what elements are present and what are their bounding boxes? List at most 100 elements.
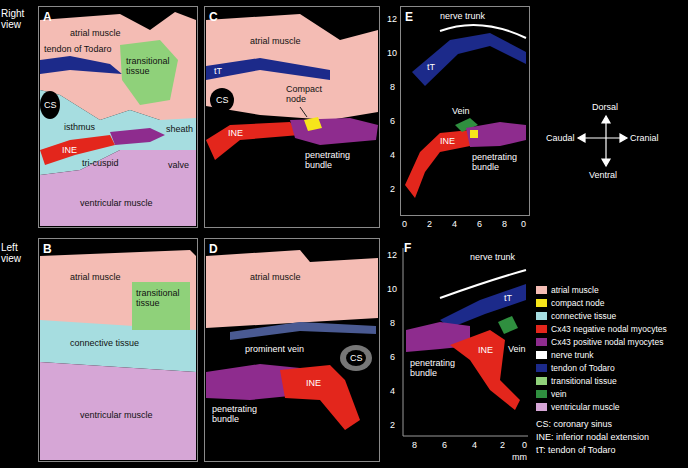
figure-label: ventricular muscle	[80, 410, 153, 420]
figure-label: atrial muscle	[70, 272, 121, 282]
figure-label: atrial muscle	[250, 272, 301, 282]
figure-label: 12	[387, 250, 397, 260]
figure-label: 8	[412, 440, 417, 450]
anatomy-shape	[290, 118, 378, 145]
anatomy-shape	[132, 282, 190, 330]
panel-e-art	[405, 25, 526, 198]
legend-text: transitional tissue	[551, 376, 617, 386]
anatomy-shape	[498, 316, 518, 334]
panel-letter: B	[39, 241, 56, 258]
anatomy-shape	[304, 117, 322, 131]
figure-label: penetrating bundle	[410, 358, 462, 378]
figure-label: tendon of Todaro	[44, 44, 111, 54]
anatomy-shape	[440, 270, 526, 298]
anatomy-shape	[206, 14, 378, 120]
legend-text: vein	[551, 389, 567, 399]
figure-label: mm	[512, 452, 527, 462]
figure-label: 0	[521, 219, 526, 229]
figure-label: valve	[168, 160, 189, 170]
anatomy-shape	[40, 56, 122, 74]
panel-letter: C	[205, 9, 222, 26]
figure-label: tri-cuspid	[82, 158, 119, 168]
legend-text: ventricular muscle	[551, 402, 620, 412]
figure-label: 10	[387, 284, 397, 294]
figure-label: connective tissue	[70, 338, 139, 348]
anatomy-shape	[440, 25, 526, 38]
figure-label: penetrating bundle	[472, 152, 526, 172]
figure-label: Vein	[452, 106, 470, 116]
figure-label: INE: inferior nodal extension	[536, 432, 649, 442]
anatomy-shape	[605, 120, 606, 162]
figure-label: atrial muscle	[70, 28, 121, 38]
panel-d-art	[206, 250, 378, 430]
panel-c-art	[206, 14, 378, 160]
figure-label: CS	[350, 353, 363, 363]
legend-swatch	[536, 377, 547, 385]
anatomy-shape	[40, 91, 60, 119]
anatomy-shape	[40, 150, 196, 226]
figure-label: 6	[390, 116, 395, 126]
anatomy-shape	[470, 130, 478, 138]
panel-box: A	[38, 6, 198, 228]
figure-label: 8	[390, 82, 395, 92]
legend-swatch	[536, 338, 547, 346]
figure-label: isthmus	[64, 122, 95, 132]
figure-label: 4	[390, 386, 395, 396]
figure-label: 4	[452, 219, 457, 229]
anatomy-shape	[210, 88, 234, 112]
anatomy-shape	[466, 122, 526, 147]
figure-label: CS: coronary sinus	[536, 419, 612, 429]
anatomy-shape	[403, 436, 528, 437]
figure-label: 12	[387, 14, 397, 24]
panel-letter: A	[39, 9, 56, 26]
figure-label: 4	[472, 440, 477, 450]
panel-letter: D	[205, 241, 222, 258]
panel-letter: E	[401, 9, 417, 26]
figure-label: CS	[216, 95, 229, 105]
figure-label: INE	[228, 128, 243, 138]
figure-label: tT	[504, 293, 512, 303]
legend-text: nerve trunk	[551, 350, 594, 360]
panel-b-art	[40, 250, 196, 460]
anatomy-shape	[206, 250, 378, 328]
anatomy-shape	[578, 134, 585, 142]
figure-label: INE	[478, 345, 493, 355]
anatomy-shape	[602, 159, 610, 166]
anatomy-shape	[110, 128, 165, 145]
legend-swatch	[536, 299, 547, 307]
figure-label: CS	[44, 100, 57, 110]
anatomy-shape	[230, 322, 376, 340]
anatomy-shape	[206, 58, 330, 80]
legend-swatch	[536, 390, 547, 398]
panel-f-art	[403, 248, 528, 436]
anatomy-shape	[412, 33, 526, 86]
figure-label: Left view	[1, 242, 35, 264]
figure-label: 2	[500, 440, 505, 450]
figure-label: INE	[62, 145, 77, 155]
figure-label: sheath	[166, 124, 193, 134]
anatomy-shape	[340, 345, 372, 371]
figure-label: tT	[214, 66, 222, 76]
anatomy-shape	[120, 40, 178, 105]
legend-swatch	[536, 351, 547, 359]
figure-label: INE	[306, 378, 321, 388]
legend-swatch	[536, 364, 547, 372]
legend-swatch	[536, 312, 547, 320]
figure-label: prominent vein	[245, 344, 304, 354]
figure-label: ventricular muscle	[80, 198, 153, 208]
orientation-compass	[578, 116, 627, 166]
figure-label: tT	[427, 62, 435, 72]
anatomy-shape	[40, 362, 196, 460]
figure-label: 6	[442, 440, 447, 450]
legend-text: atrial muscle	[551, 285, 599, 295]
figure-label: penetrating bundle	[212, 404, 270, 424]
panel-a-art	[40, 12, 196, 226]
anatomy-shape	[405, 130, 470, 198]
panel-box: B	[38, 238, 198, 462]
figure-label: Vein	[508, 344, 526, 354]
legend-text: Cx43 negative nodal myocytes	[551, 324, 667, 334]
legend-swatch	[536, 286, 547, 294]
legend-swatch	[536, 325, 547, 333]
anatomy-shape	[280, 365, 360, 430]
